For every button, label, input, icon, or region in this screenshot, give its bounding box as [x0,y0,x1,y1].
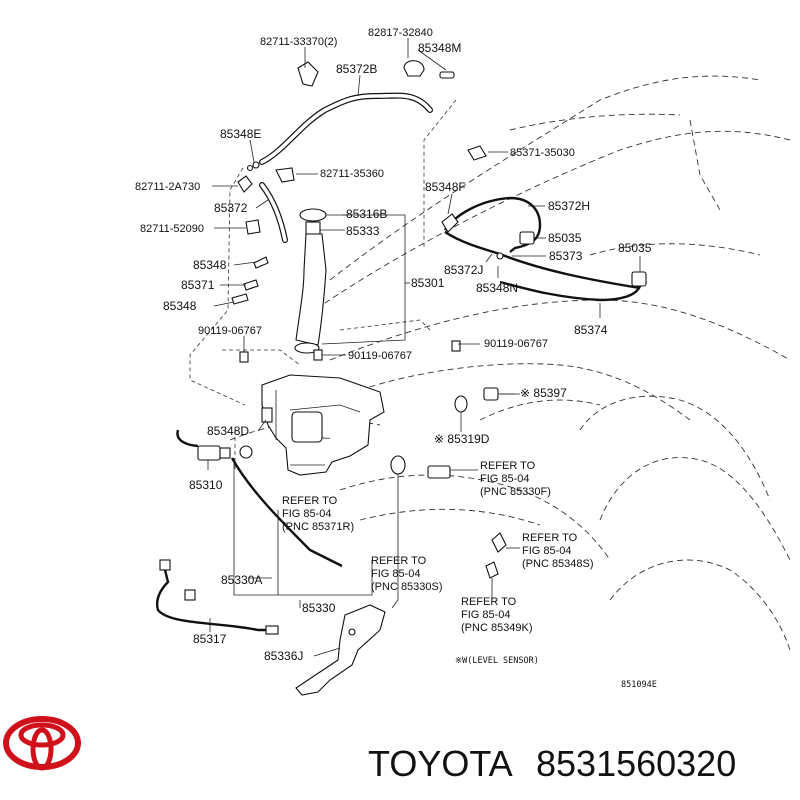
brand-name: TOYOTA [368,743,513,784]
label-85372b: 85372B [336,62,377,76]
level-sensor-85397 [454,387,515,413]
clamp-82711-52090 [245,219,261,235]
label-85371-35030: 85371-35030 [510,147,575,159]
label-85348-b: 85348 [163,299,197,313]
label-85336j: 85336J [264,649,303,663]
svg-text:FIG 85-04: FIG 85-04 [282,508,332,520]
bolt-90119-right [451,340,461,352]
label-85348e: 85348E [220,127,261,141]
clip-82817-32840 [403,60,425,77]
label-85035-b: 85035 [618,241,652,255]
svg-text:(PNC 85330F): (PNC 85330F) [480,486,551,498]
label-85301: 85301 [411,276,445,290]
label-85348n: 85348N [476,281,518,295]
label-90119-06767-c: 90119-06767 [484,338,548,350]
joint-85348-upper [253,256,269,269]
svg-text:(PNC 85349K): (PNC 85349K) [461,622,533,634]
vehicle-body-outline [229,75,791,651]
label-85317: 85317 [193,632,227,646]
hose-85372 [237,167,295,243]
nozzle-85035-right [631,271,647,287]
joint-85348e [252,161,260,169]
label-85035-a: 85035 [548,231,582,245]
clamp-82711-2a730 [237,175,253,193]
refer-notes: REFER TO FIG 85-04 (PNC 85330F) REFER TO… [282,460,594,634]
svg-text:FIG 85-04: FIG 85-04 [480,473,530,485]
rear-pump-parts [390,455,507,579]
label-82817-32840: 82817-32840 [368,27,433,39]
joint-85348m [439,71,455,79]
svg-text:REFER TO: REFER TO [282,495,338,507]
label-85319d: ※ 85319D [434,432,490,446]
level-sensor-note: ※W(LEVEL SENSOR) [455,656,539,666]
tank-mount-85348d [261,407,273,423]
refer-85348s: REFER TO FIG 85-04 (PNC 85348S) [522,532,594,570]
harness-85317 [155,559,279,635]
label-82711-2a730: 82711-2A730 [135,181,200,193]
washer-pump-85310 [176,429,343,568]
label-85348-a: 85348 [193,258,227,272]
bolt-90119-mid [313,349,323,361]
refer-85349k: REFER TO FIG 85-04 (PNC 85349K) [461,596,533,634]
label-85397: ※ 85397 [520,386,567,400]
svg-text:REFER TO: REFER TO [461,596,517,608]
svg-text:(PNC 85348S): (PNC 85348S) [522,558,594,570]
bolt-90119-left [239,351,249,363]
label-85330a: 85330A [221,573,262,587]
refer-85330s: REFER TO FIG 85-04 (PNC 85330S) [371,555,443,593]
label-85330: 85330 [302,601,336,615]
bracket-85336j [295,604,386,696]
label-82711-35360: 82711-35360 [320,168,384,180]
svg-text:(PNC 85371R): (PNC 85371R) [282,521,354,533]
label-85310: 85310 [189,478,223,492]
washer-tank [261,374,385,476]
label-85316b: 85316B [346,207,387,221]
label-85371: 85371 [181,278,215,292]
clamp-82711-33370 [297,61,319,87]
label-85333: 85333 [346,224,380,238]
label-90119-06767-a: 90119-06767 [198,325,262,337]
label-82711-33370: 82711-33370(2) [260,36,337,48]
label-85374: 85374 [574,323,608,337]
nozzle-85035-left [519,231,535,245]
svg-text:REFER TO: REFER TO [371,555,427,567]
label-85348f: 85348F [425,180,466,194]
refer-85330f: REFER TO FIG 85-04 (PNC 85330F) [480,460,551,498]
grommet-85319d [454,395,468,413]
refer-85371r: REFER TO FIG 85-04 (PNC 85371R) [282,495,354,533]
label-85348d: 85348D [207,424,249,438]
label-82711-52090: 82711-52090 [140,223,204,235]
toyota-logo-icon [3,716,81,771]
joint-85348n [496,252,504,260]
svg-text:(PNC 85330S): (PNC 85330S) [371,581,443,593]
label-85373: 85373 [549,249,583,263]
cap-seal-85333 [305,221,321,235]
clamp-82711-35360 [275,167,295,183]
filler-neck-85301 [294,208,327,354]
label-85372: 85372 [214,201,248,215]
part-labels: 82711-33370(2) 82817-32840 85348M 85372B… [135,27,652,663]
label-85372j: 85372J [444,263,483,277]
leader-lines [207,38,641,657]
svg-text:REFER TO: REFER TO [480,460,536,472]
clip-85371-35030 [467,145,487,161]
joint-85348-lower [231,293,249,305]
svg-text:REFER TO: REFER TO [522,532,578,544]
part-number: 8531560320 [536,743,736,784]
svg-text:FIG 85-04: FIG 85-04 [371,568,421,580]
hose-85372b [246,60,455,172]
joint-85348f [441,213,459,233]
filler-cap-85316b [299,208,327,222]
clamp-85371 [243,279,259,291]
svg-text:FIG 85-04: FIG 85-04 [461,609,511,621]
figure-code: 851094E [621,680,657,690]
svg-text:FIG 85-04: FIG 85-04 [522,545,572,557]
label-90119-06767-b: 90119-06767 [348,350,412,362]
label-85372h: 85372H [548,199,590,213]
label-85348m: 85348M [418,41,461,55]
fasteners [231,256,461,363]
